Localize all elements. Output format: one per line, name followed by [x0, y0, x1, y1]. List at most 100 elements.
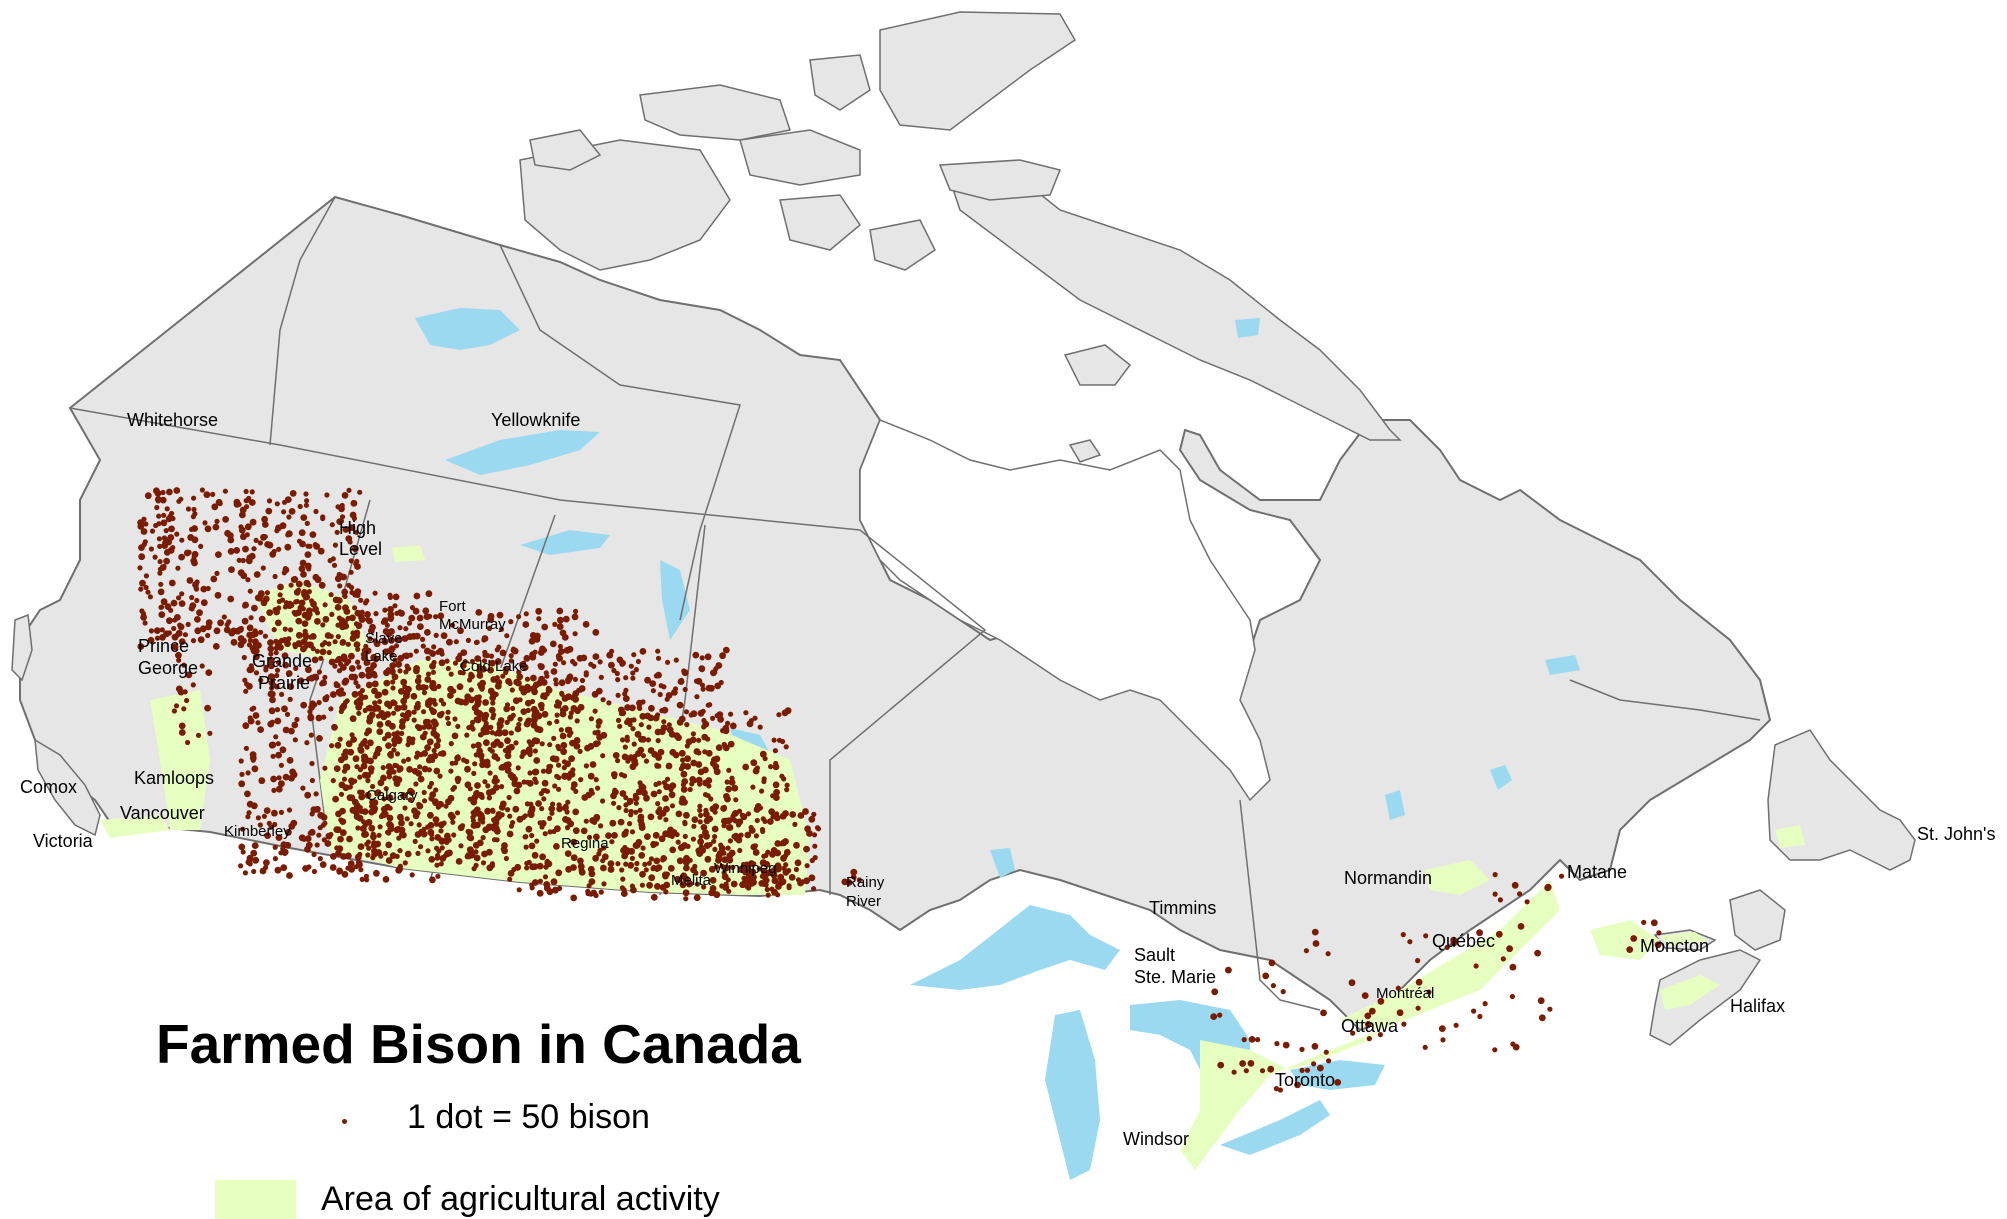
bison-dot	[489, 748, 495, 754]
bison-dot	[482, 699, 489, 706]
bison-dot	[143, 584, 149, 591]
bison-dot	[416, 614, 424, 622]
bison-dot	[185, 621, 191, 628]
bison-dot	[437, 773, 443, 779]
bison-dot	[278, 762, 284, 768]
bison-dot	[678, 844, 686, 851]
bison-dot	[326, 641, 332, 647]
bison-dot	[422, 730, 428, 736]
bison-dot	[724, 795, 731, 803]
bison-dot	[198, 543, 204, 550]
bison-dot	[335, 634, 341, 640]
bison-dot	[257, 726, 264, 733]
bison-dot	[178, 600, 186, 607]
bison-dot	[715, 852, 723, 860]
bison-dot	[433, 787, 439, 793]
bison-dot	[359, 609, 365, 615]
bison-dot	[405, 756, 411, 763]
bison-dot	[607, 860, 615, 867]
bison-dot	[736, 818, 744, 826]
bison-dot	[250, 849, 258, 857]
bison-dot	[702, 749, 708, 755]
bison-dot	[263, 667, 269, 673]
bison-dot	[655, 738, 661, 744]
bison-dot	[552, 783, 558, 789]
bison-dot	[689, 736, 697, 744]
cape-breton-island	[1729, 889, 1786, 951]
bison-dot	[286, 807, 293, 813]
bison-dot	[1210, 1013, 1218, 1020]
bison-dot	[638, 818, 644, 824]
bison-dot	[474, 782, 481, 789]
bison-dot	[513, 787, 521, 795]
bison-dot	[169, 510, 175, 517]
bison-dot	[682, 821, 688, 827]
bison-dot	[445, 709, 451, 715]
bison-dot	[322, 765, 328, 771]
bison-dot	[496, 611, 504, 619]
bison-dot	[481, 635, 489, 642]
bison-dot	[1517, 923, 1525, 930]
bison-dot	[159, 627, 165, 633]
bison-dot	[277, 583, 284, 591]
bison-dot	[454, 810, 461, 816]
bison-dot	[171, 708, 177, 714]
bison-dot	[475, 698, 482, 705]
bison-dot	[596, 851, 602, 857]
bison-dot	[413, 648, 419, 654]
bison-dot	[498, 626, 505, 632]
bison-dot	[191, 536, 199, 544]
bison-dot	[700, 869, 707, 877]
bison-dot	[282, 850, 288, 857]
bison-dot	[233, 547, 241, 554]
bison-dot	[431, 644, 437, 650]
bison-dot	[667, 864, 675, 872]
bison-dot	[557, 643, 564, 650]
bison-dot	[536, 889, 544, 897]
lac-st-jean-ag	[1425, 860, 1490, 895]
bison-dot	[556, 802, 562, 808]
bison-dot	[658, 683, 664, 689]
bison-dot	[381, 796, 387, 802]
bison-dot	[724, 779, 730, 785]
bison-dot	[410, 632, 418, 640]
bison-dot	[631, 757, 638, 765]
bison-dot	[709, 805, 717, 813]
bison-dot	[611, 667, 617, 674]
bison-dot	[1415, 978, 1423, 986]
bison-dot	[456, 683, 464, 691]
bison-dot	[571, 613, 579, 621]
bison-dot	[326, 649, 332, 656]
bison-dot	[418, 828, 424, 835]
bison-dot	[154, 635, 161, 641]
bison-dot	[469, 658, 475, 665]
bison-dot	[432, 701, 438, 707]
bison-dot	[589, 790, 595, 796]
bison-dot	[752, 843, 759, 849]
bison-dot	[486, 795, 492, 801]
bison-dot	[473, 752, 479, 758]
bison-dot	[245, 577, 251, 583]
bison-dot	[255, 642, 262, 649]
bison-dot	[404, 850, 412, 858]
bison-dot	[170, 599, 178, 607]
bison-dot	[406, 712, 412, 718]
bison-dot	[394, 751, 401, 757]
bison-dot	[529, 885, 535, 891]
bison-dot	[727, 838, 734, 844]
bison-dot	[638, 824, 646, 831]
bison-dot	[728, 779, 736, 786]
bison-dot	[222, 488, 228, 494]
bison-dot	[709, 876, 717, 884]
bison-dot	[328, 658, 336, 666]
bison-dot	[425, 590, 433, 598]
bison-dot	[353, 641, 361, 648]
bison-dot	[246, 810, 252, 816]
bison-dot	[639, 648, 647, 655]
bison-dot	[290, 819, 298, 827]
bison-dot	[752, 715, 758, 721]
bison-dot	[1262, 972, 1270, 980]
bison-dot	[1492, 872, 1498, 878]
bison-dot	[365, 778, 371, 784]
bison-dot	[396, 767, 402, 773]
